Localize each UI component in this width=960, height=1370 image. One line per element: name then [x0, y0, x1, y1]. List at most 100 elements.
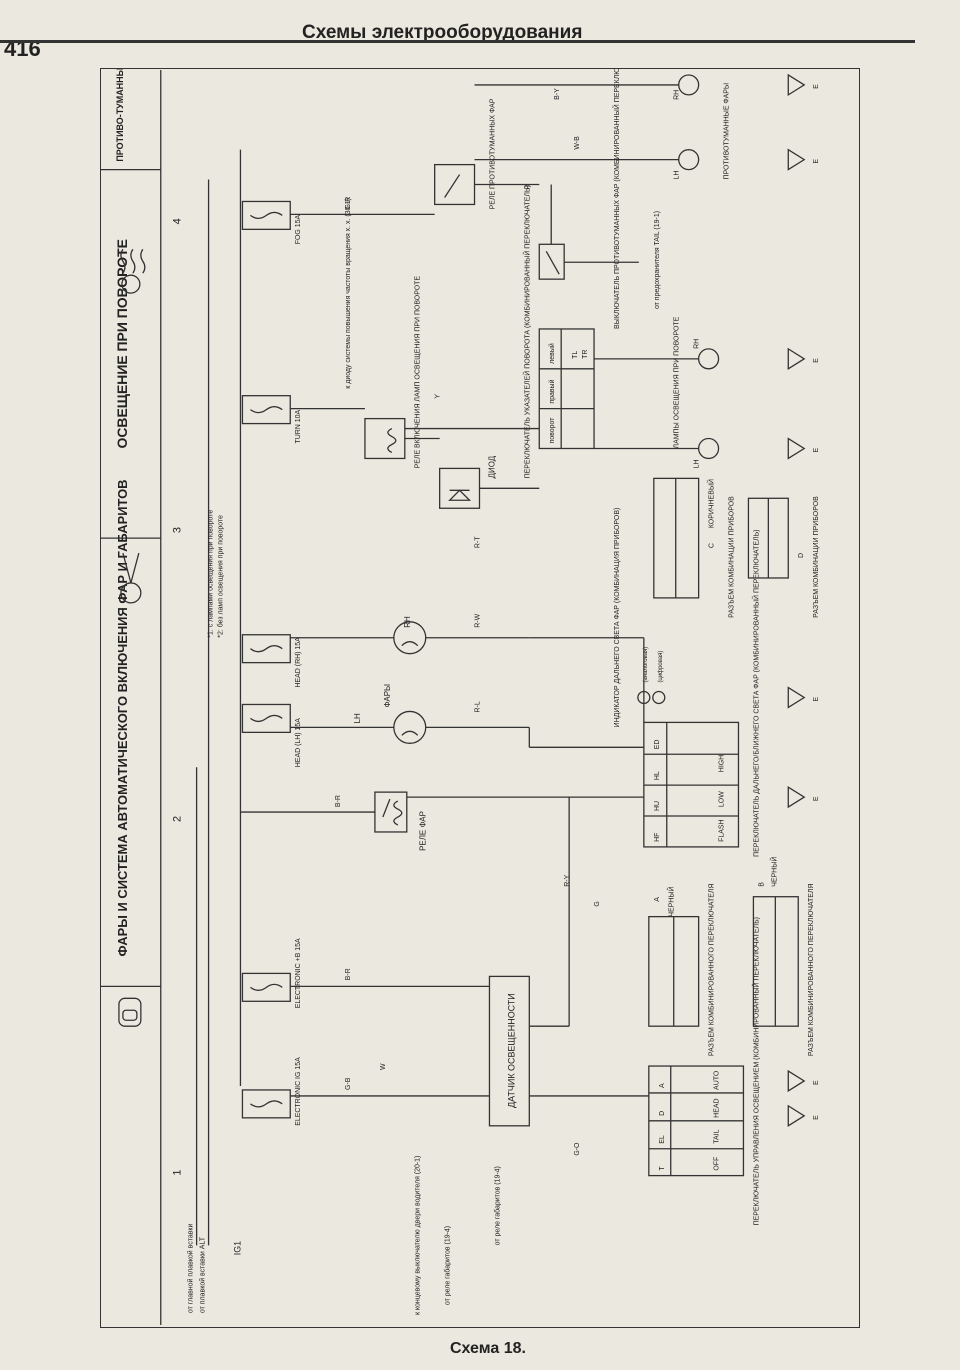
section-title-fog: ПРОТИВО-ТУМАННЫЕ ФАРЫ [115, 69, 125, 162]
section-number-2: 2 [172, 816, 184, 822]
connector-id: C [709, 543, 716, 548]
connector-a: A ЧЕРНЫЙ РАЗЪЕМ КОМБИНИРОВАННОГО ПЕРЕКЛЮ… [648, 884, 716, 1056]
lamp-side: LH [674, 171, 681, 180]
high-beam-indicator: ИНДИКАТОР ДАЛЬНЕГО СВЕТА ФАР (КОМБИНАЦИЯ… [614, 508, 666, 728]
fog-lamp-lh: LH [674, 149, 700, 180]
connector-color: ЧЕРНЫЙ [667, 886, 676, 916]
light-switch-position: AUTO [714, 1070, 721, 1090]
supply-note-ig: IG1 [232, 1241, 242, 1255]
dimmer-title: ПЕРЕКЛЮЧАТЕЛЬ ДАЛЬНЕГО/БЛИЖНЕГО СВЕТА ФА… [751, 529, 760, 856]
ground-symbol: E [787, 347, 820, 370]
wire-code: R-Y [564, 874, 571, 886]
turn-switch-position: левый [548, 343, 556, 364]
cornering-relay: РЕЛЕ ВКЛЮЧЕНИЯ ЛАМП ОСВЕЩЕНИЯ ПРИ ПОВОРО… [364, 276, 422, 468]
light-switch-pin: T [659, 1166, 666, 1171]
dimmer-pin: HF [654, 833, 661, 842]
connector-title: РАЗЪЕМ КОМБИНАЦИИ ПРИБОРОВ [813, 496, 820, 618]
high-beam-indicator-label: ИНДИКАТОР ДАЛЬНЕГО СВЕТА ФАР (КОМБИНАЦИЯ… [614, 508, 621, 728]
section-title-headlamps: ФАРЫ И СИСТЕМА АВТОМАТИЧЕСКОГО ВКЛЮЧЕНИЯ… [115, 480, 130, 957]
light-sensor: ДАТЧИК ОСВЕЩЕННОСТИ [488, 975, 530, 1127]
lamp-side: RH [403, 616, 412, 628]
fog-lamp-rh: RH [674, 74, 700, 100]
connector-title: РАЗЪЕМ КОМБИНАЦИИ ПРИБОРОВ [728, 496, 735, 618]
fuse-label: HEAD (RH) 15A [295, 637, 302, 688]
svg-text:E: E [813, 159, 820, 164]
connector-c: C КОРИЧНЕВЫЙ РАЗЪЕМ КОМБИНАЦИИ ПРИБОРОВ [653, 477, 735, 618]
headlamp-relay-label: РЕЛЕ ФАР [419, 811, 428, 851]
diode-label: ДИОД [487, 455, 496, 478]
wire-code: Y [435, 394, 442, 399]
connector-id: A [654, 897, 661, 902]
wire-code: W-B [574, 136, 581, 150]
cornering-light-icon [120, 552, 142, 604]
supply-note-main: от главной плавкой вставки [187, 1224, 195, 1314]
section-title-cornering: ОСВЕЩЕНИЕ ПРИ ПОВОРОТЕ [114, 239, 130, 448]
fuse-label: FOG 15A [295, 215, 302, 245]
light-switch-pin: EL [659, 1135, 666, 1144]
wiring-diagram-frame: 1 2 3 4 ФАРЫ И СИСТЕМА АВТОМАТИЧЕСКОГО В… [100, 30, 860, 1328]
svg-text:E: E [813, 358, 820, 363]
diode: ДИОД [439, 455, 496, 509]
wire-code: R-L [474, 701, 481, 712]
fuse-head-rh: HEAD (RH) 15A [241, 634, 302, 688]
dimmer-position: HIGH [719, 755, 726, 772]
indicator-variant: (цифровая) [658, 651, 664, 683]
light-sensor-label: ДАТЧИК ОСВЕЩЕННОСТИ [506, 993, 516, 1108]
turn-switch-pin: TR [582, 350, 589, 359]
ground-symbol: E [787, 148, 820, 171]
cornering-lamp-rh: RH [694, 339, 720, 370]
connector-d: D РАЗЪЕМ КОМБИНАЦИИ ПРИБОРОВ [747, 496, 820, 618]
ground-symbol: E [787, 437, 820, 460]
fuse-turn: TURN 10A [241, 395, 302, 444]
light-switch-position: TAIL [714, 1129, 721, 1143]
section-number-4: 4 [172, 218, 184, 224]
headlamp-rh: RH [393, 616, 427, 655]
reference-door-switch: к концевому выключателю двери водителя (… [415, 1156, 422, 1315]
connector-title: РАЗЪЕМ КОМБИНИРОВАННОГО ПЕРЕКЛЮЧАТЕЛЯ [808, 884, 815, 1057]
fuse-head-lh: HEAD (LH) 15A [241, 703, 302, 767]
supply-note-alt: от плавкой вставки ALT [199, 1236, 207, 1313]
connector-color: КОРИЧНЕВЫЙ [707, 479, 716, 528]
figure-caption: Схема 18. [450, 1340, 526, 1357]
svg-text:E: E [813, 696, 820, 701]
dimmer-position: FLASH [719, 819, 726, 841]
fog-lamps-label: ПРОТИВОТУМАННЫЕ ФАРЫ [724, 83, 731, 180]
fuse-electronic-ig: ELECTRONIC IG 15A [241, 1057, 302, 1126]
turn-switch-pin: TL [572, 351, 579, 359]
fuse-fog: FOG 15A [241, 200, 302, 245]
note-1: *1: с лампами освещения при повороте [208, 510, 215, 638]
wire-code: B-Y [554, 88, 561, 100]
cornering-lamps-label: ЛАМПЫ ОСВЕЩЕНИЯ ПРИ ПОВОРОТЕ [674, 316, 681, 448]
wire-code: G-O [574, 1142, 581, 1156]
ground-symbol: E [787, 1104, 820, 1127]
reference-tail-fuse: от предохранителя TAIL (19-1) [654, 211, 661, 309]
light-switch-position: OFF [714, 1157, 721, 1171]
reference-tail-relay-2: от реле габаритов (19-4) [444, 1226, 452, 1305]
reference-idle-diode: к диоду системы повышения частоты вращен… [345, 198, 352, 389]
section-number-3: 3 [172, 527, 184, 533]
dimmer-position: LOW [719, 791, 726, 807]
turn-switch-title: ПЕРЕКЛЮЧАТЕЛЬ УКАЗАТЕЛЕЙ ПОВОРОТА (КОМБИ… [522, 185, 531, 478]
turn-switch-position: правый [548, 379, 556, 403]
ground-symbol: E [787, 785, 820, 809]
connector-id: D [798, 553, 805, 558]
reference-tail-relay: от реле габаритов (19-4) [493, 1166, 501, 1245]
lamp-side: RH [694, 339, 701, 349]
wire-code: R-T [474, 536, 481, 548]
connector-b: B ЧЕРНЫЙ РАЗЪЕМ КОМБИНИРОВАННОГО ПЕРЕКЛЮ… [752, 857, 815, 1057]
wire-code: G [594, 901, 601, 906]
wire-code: B-R [345, 968, 352, 980]
turn-switch-position: поворот [549, 417, 556, 444]
headlamp-icon [118, 997, 142, 1027]
fuse-label: ELECTRONIC +B 15A [295, 938, 302, 1008]
light-switch-title: ПЕРЕКЛЮЧАТЕЛЬ УПРАВЛЕНИЯ ОСВЕЩЕНИЕМ (КОМ… [751, 917, 760, 1225]
lamp-side: RH [674, 90, 681, 100]
light-switch-position: HEAD [714, 1098, 721, 1117]
section-number-1: 1 [172, 1170, 184, 1176]
fog-relay-label: РЕЛЕ ПРОТИВОТУМАННЫХ ФАР [489, 98, 496, 209]
fog-relay: РЕЛЕ ПРОТИВОТУМАННЫХ ФАР [434, 98, 496, 209]
header-rule [0, 40, 915, 43]
wire-code: G-B [345, 1077, 352, 1090]
ground-symbol: E [787, 73, 820, 97]
